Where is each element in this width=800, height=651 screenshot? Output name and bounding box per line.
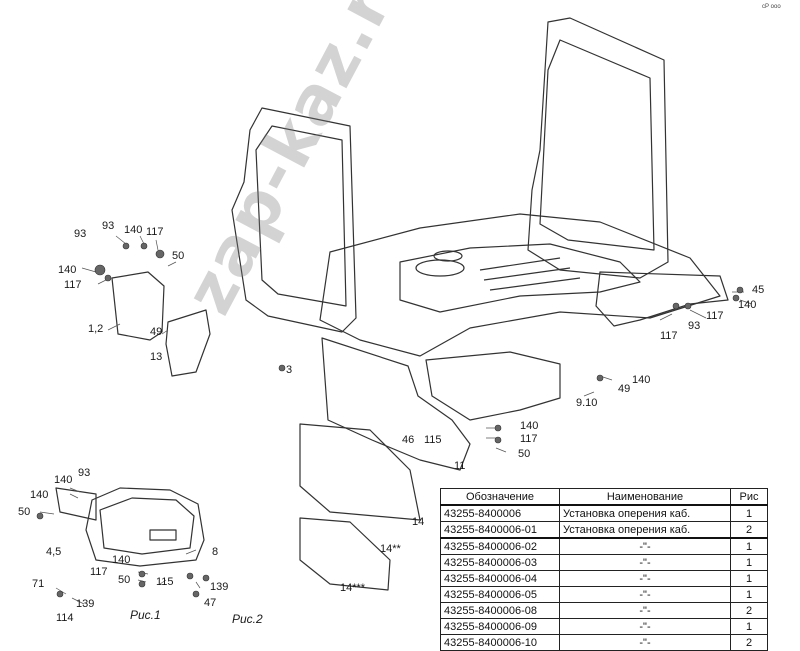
table-row: 43255-8400006-05 -"- 1 bbox=[440, 586, 768, 603]
row-figure: 2 bbox=[730, 602, 768, 619]
callout-50: 50 bbox=[18, 506, 31, 518]
callout-93: 93 bbox=[78, 467, 91, 479]
table-row: 43255-8400006-01 Установка оперения каб.… bbox=[440, 521, 768, 539]
callout-8: 8 bbox=[212, 546, 219, 558]
callout-14-double: 14** bbox=[380, 543, 401, 555]
callout-4-5: 4,5 bbox=[46, 546, 62, 558]
spec-table-header: Обозначение Наименование Рис bbox=[440, 488, 768, 506]
table-row: 43255-8400006-02 -"- 1 bbox=[440, 537, 768, 555]
table-row: 43255-8400006-08 -"- 2 bbox=[440, 602, 768, 619]
row-name: Установка оперения каб. bbox=[559, 504, 731, 522]
callout-14: 14 bbox=[412, 516, 425, 528]
callout-117: 117 bbox=[90, 566, 108, 578]
mud-flap-lower bbox=[299, 517, 391, 591]
callout-115: 115 bbox=[156, 576, 174, 588]
callout-115: 115 bbox=[424, 434, 442, 446]
row-code: 43255-8400006-08 bbox=[440, 602, 560, 619]
row-name: -"- bbox=[559, 634, 731, 651]
callout-139: 139 bbox=[76, 598, 95, 610]
figure-1-caption: Рис.1 bbox=[130, 608, 161, 622]
callout-114: 114 bbox=[56, 612, 74, 624]
callout-50: 50 bbox=[518, 448, 531, 460]
left-door-frame bbox=[231, 107, 357, 333]
row-name: -"- bbox=[559, 537, 731, 555]
row-code: 43255-8400006-04 bbox=[440, 570, 560, 587]
row-figure: 2 bbox=[730, 521, 768, 539]
callout-117: 117 bbox=[660, 330, 678, 342]
callout-93: 93 bbox=[102, 220, 115, 232]
row-code: 43255-8400006 bbox=[440, 504, 560, 522]
row-code: 43255-8400006-10 bbox=[440, 634, 560, 651]
row-figure: 1 bbox=[730, 504, 768, 522]
callout-117: 117 bbox=[146, 226, 164, 238]
callout-140: 140 bbox=[30, 489, 49, 501]
figure-2-caption: Рис.2 bbox=[232, 612, 263, 626]
callout-140: 140 bbox=[112, 554, 131, 566]
mud-flap-left bbox=[321, 337, 471, 471]
cab-floor bbox=[319, 213, 721, 357]
row-name: Установка оперения каб. bbox=[559, 521, 731, 539]
fig1-wing bbox=[85, 487, 205, 567]
row-code: 43255-8400006-09 bbox=[440, 618, 560, 635]
table-row: 43255-8400006 Установка оперения каб. 1 bbox=[440, 504, 768, 522]
corner-mark: сР ооо bbox=[762, 4, 781, 10]
row-figure: 2 bbox=[730, 634, 768, 651]
callout-139: 139 bbox=[210, 581, 229, 593]
row-name: -"- bbox=[559, 554, 731, 571]
row-name: -"- bbox=[559, 618, 731, 635]
callout-49: 49 bbox=[618, 383, 631, 395]
callout-1-2: 1,2 bbox=[88, 323, 104, 335]
callout-140: 140 bbox=[124, 224, 143, 236]
callout-9-10: 9.10 bbox=[576, 397, 598, 409]
left-bracket-1 bbox=[111, 271, 165, 341]
row-name: -"- bbox=[559, 586, 731, 603]
callout-140: 140 bbox=[54, 474, 73, 486]
mud-flap-middle bbox=[299, 423, 421, 521]
table-row: 43255-8400006-04 -"- 1 bbox=[440, 570, 768, 587]
callout-140: 140 bbox=[738, 299, 757, 311]
specification-table: Обозначение Наименование Рис 43255-84000… bbox=[440, 488, 768, 651]
row-code: 43255-8400006-05 bbox=[440, 586, 560, 603]
table-row: 43255-8400006-09 -"- 1 bbox=[440, 618, 768, 635]
callout-45: 45 bbox=[752, 284, 765, 296]
callout-117: 117 bbox=[520, 433, 538, 445]
header-designation: Обозначение bbox=[440, 488, 560, 506]
callout-93: 93 bbox=[74, 228, 87, 240]
callout-117: 117 bbox=[706, 310, 724, 322]
callout-71: 71 bbox=[32, 578, 45, 590]
callout-3: 3 bbox=[286, 364, 293, 376]
callout-11: 11 bbox=[454, 460, 466, 472]
row-figure: 1 bbox=[730, 537, 768, 555]
row-code: 43255-8400006-01 bbox=[440, 521, 560, 539]
callout-14-triple: 14*** bbox=[340, 582, 366, 594]
row-figure: 1 bbox=[730, 618, 768, 635]
table-row: 43255-8400006-10 -"- 2 bbox=[440, 634, 768, 651]
row-figure: 1 bbox=[730, 570, 768, 587]
callout-49: 49 bbox=[150, 326, 163, 338]
row-figure: 1 bbox=[730, 586, 768, 603]
callout-46: 46 bbox=[402, 434, 415, 446]
callout-140: 140 bbox=[520, 420, 539, 432]
row-name: -"- bbox=[559, 602, 731, 619]
callout-140: 140 bbox=[632, 374, 651, 386]
table-row: 43255-8400006-03 -"- 1 bbox=[440, 554, 768, 571]
right-wing-panel bbox=[595, 271, 729, 327]
callout-93: 93 bbox=[688, 320, 701, 332]
left-bracket-13 bbox=[165, 309, 211, 377]
row-code: 43255-8400006-03 bbox=[440, 554, 560, 571]
right-door-frame bbox=[527, 17, 669, 279]
callout-140: 140 bbox=[58, 264, 77, 276]
header-figure: Рис bbox=[730, 488, 768, 506]
row-figure: 1 bbox=[730, 554, 768, 571]
row-name: -"- bbox=[559, 570, 731, 587]
row-code: 43255-8400006-02 bbox=[440, 537, 560, 555]
callout-47: 47 bbox=[204, 597, 217, 609]
callout-50: 50 bbox=[118, 574, 131, 586]
callout-50: 50 bbox=[172, 250, 185, 262]
header-name: Наименование bbox=[559, 488, 731, 506]
callout-117: 117 bbox=[64, 279, 82, 291]
callout-13: 13 bbox=[150, 351, 163, 363]
